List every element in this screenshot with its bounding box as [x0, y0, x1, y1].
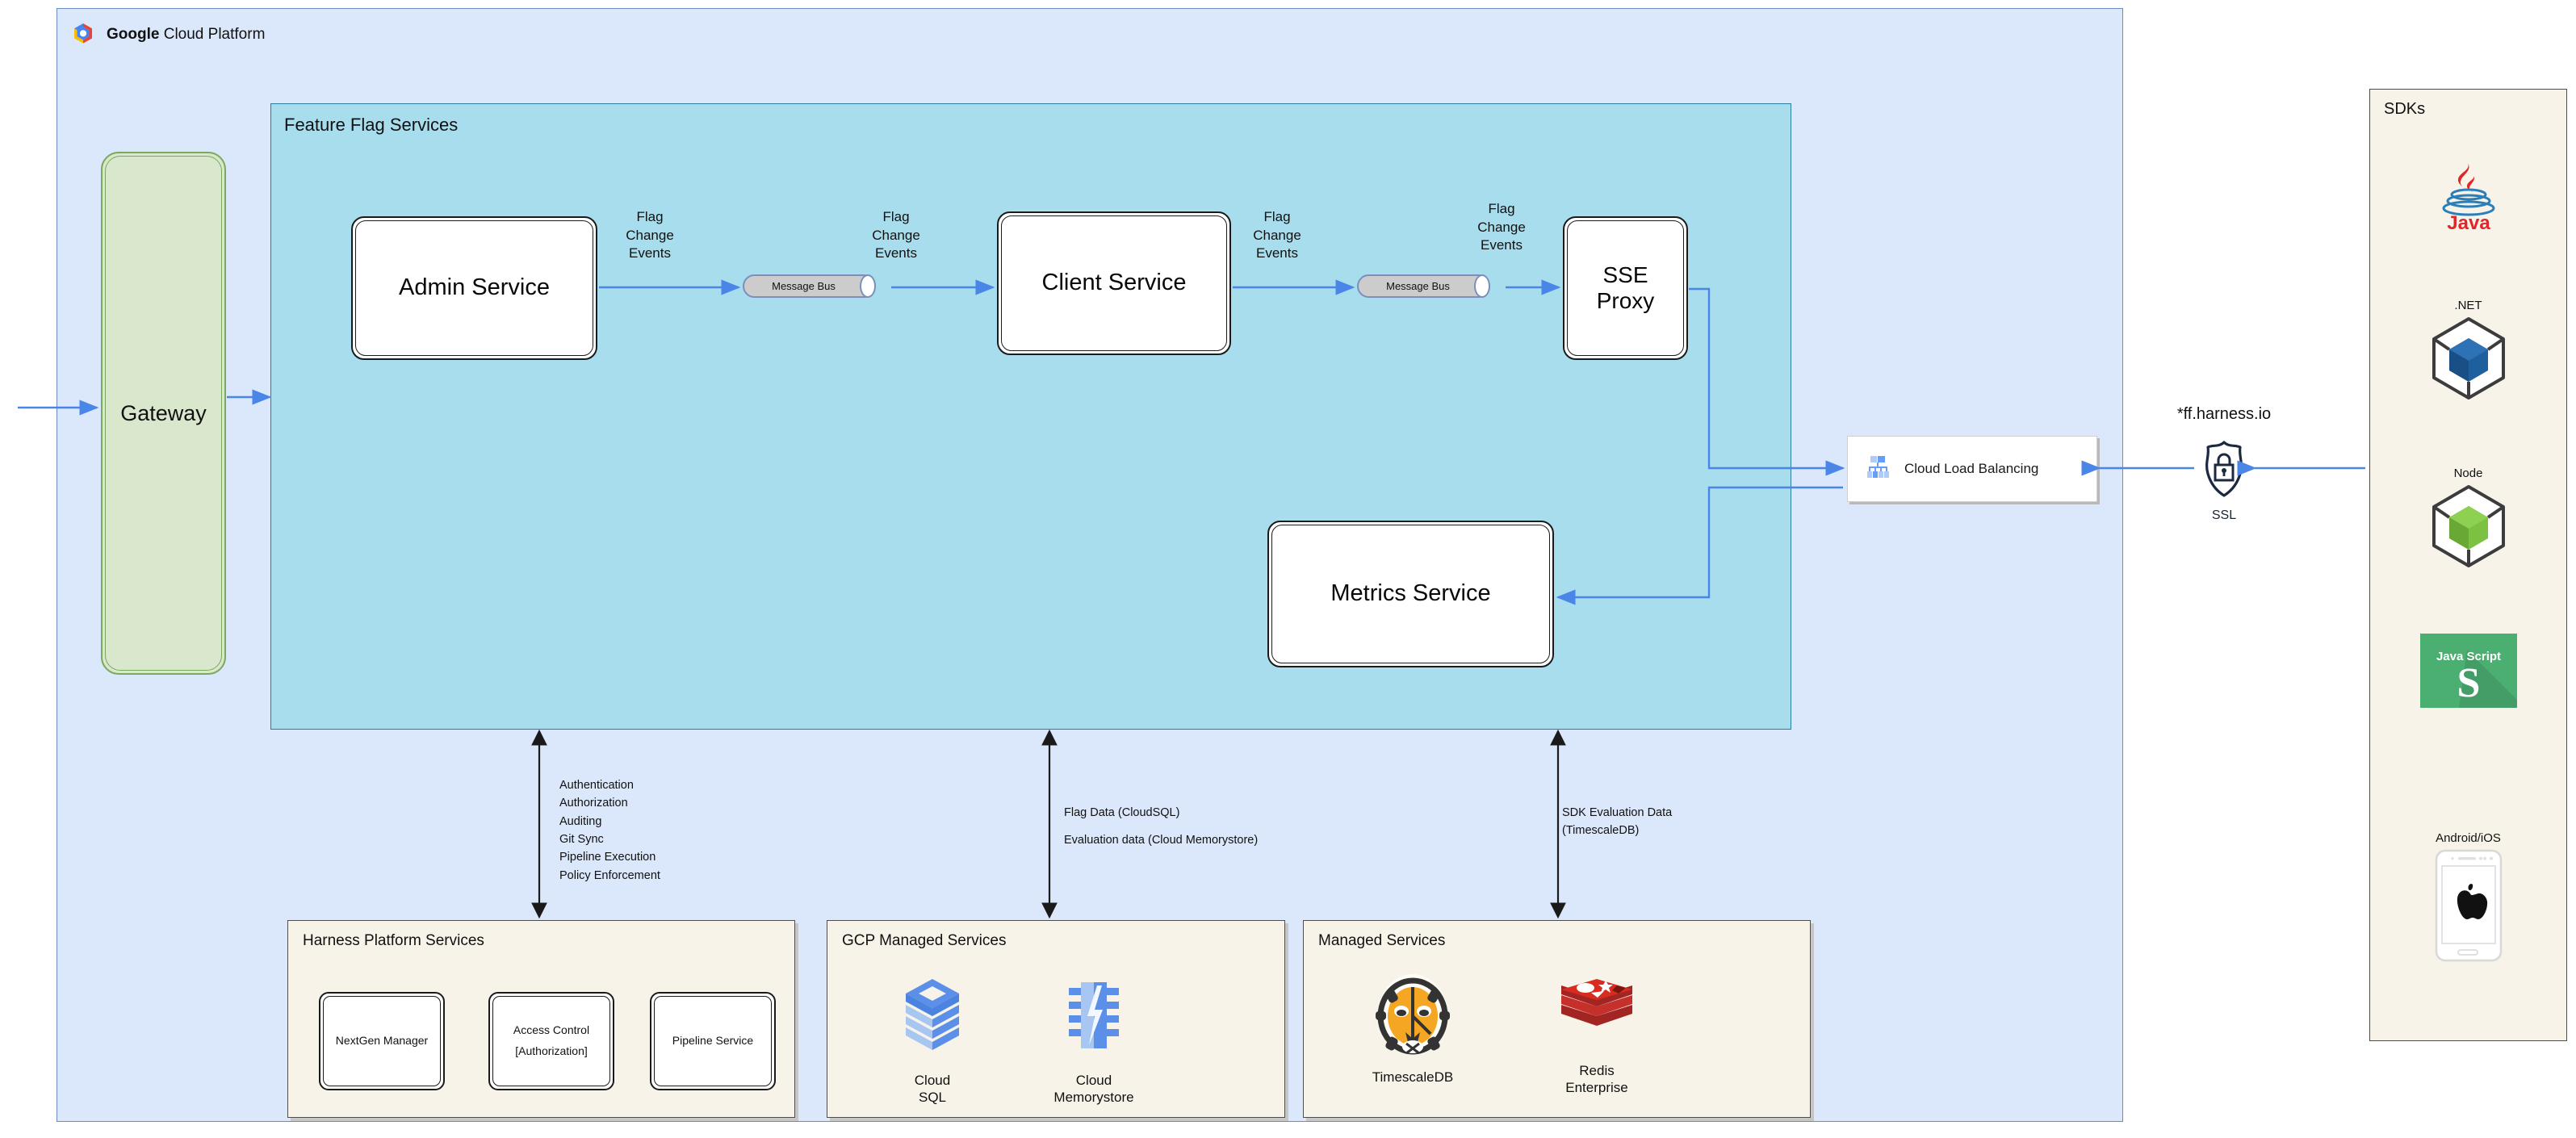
- cloud-sql-label: Cloud SQL: [914, 1073, 951, 1106]
- timescaledb-tiger-icon: [1344, 969, 1481, 1067]
- redis-logo-icon: [1528, 976, 1665, 1057]
- ff-domain-label: *ff.harness.io: [2176, 405, 2272, 423]
- java-logo-icon: Java: [2369, 160, 2567, 236]
- managed-services-group: Managed Services: [1303, 920, 1811, 1118]
- annotation-line: Authorization: [559, 797, 628, 810]
- gateway-label: Gateway: [120, 400, 207, 425]
- cylinder-cap-icon: [860, 274, 876, 298]
- flow-label-1: Flag Change Events: [626, 209, 674, 261]
- redis-label: Redis Enterprise: [1565, 1063, 1628, 1096]
- annotation-line: Policy Enforcement: [559, 868, 660, 882]
- client-service-label: Client Service: [1041, 270, 1187, 296]
- gateway-box[interactable]: Gateway: [101, 152, 226, 675]
- message-bus-2-label: Message Bus: [1386, 280, 1450, 292]
- cylinder-cap-icon: [1474, 274, 1490, 298]
- access-control-box[interactable]: Access Control [Authorization]: [488, 992, 614, 1090]
- cloud-sql-icon: [864, 977, 1001, 1067]
- cloud-load-balancing-card[interactable]: Cloud Load Balancing: [1847, 436, 2097, 502]
- pipeline-service-label: Pipeline Service: [672, 1034, 754, 1048]
- flow-label-2: Flag Change Events: [872, 209, 920, 261]
- sdk-item-node[interactable]: Node: [2369, 466, 2567, 573]
- pipeline-service-box[interactable]: Pipeline Service: [650, 992, 776, 1090]
- gcp-title-bold: Google: [107, 26, 160, 43]
- sdk-caption-node: Node: [2453, 466, 2483, 480]
- annotation-line: Flag Data (CloudSQL): [1064, 806, 1180, 819]
- client-service-box[interactable]: Client Service: [997, 211, 1231, 355]
- sdk-item-android-ios[interactable]: Android/iOS: [2369, 831, 2567, 967]
- svg-text:Java Script: Java Script: [2436, 650, 2500, 663]
- sse-proxy-label: SSE Proxy: [1596, 261, 1655, 313]
- message-bus-1-label: Message Bus: [772, 280, 836, 292]
- annotation-line: Evaluation data (Cloud Memorystore): [1064, 834, 1259, 847]
- sdk-caption-android-ios: Android/iOS: [2436, 831, 2501, 845]
- feature-flag-services-container: [270, 103, 1791, 730]
- ssl-shield-lock-icon: [2198, 440, 2250, 498]
- svg-text:Java: Java: [2447, 212, 2490, 232]
- cloud-load-balancing-label: Cloud Load Balancing: [1904, 461, 2039, 476]
- flow-label-4: Flag Change Events: [1477, 201, 1526, 253]
- nextgen-manager-box[interactable]: NextGen Manager: [319, 992, 445, 1090]
- gcp-header: Google Cloud Platform: [71, 21, 394, 48]
- cloud-memorystore-icon: [1025, 977, 1162, 1067]
- cloud-memorystore-item[interactable]: Cloud Memorystore: [1025, 977, 1162, 1107]
- ssl-label: SSL: [2211, 508, 2237, 522]
- redis-item[interactable]: Redis Enterprise: [1528, 976, 1665, 1097]
- admin-service-label: Admin Service: [399, 274, 550, 301]
- harness-platform-services-title: Harness Platform Services: [303, 932, 484, 949]
- harness-annotation-list: Authentication Authorization Auditing Gi…: [559, 776, 826, 885]
- sse-proxy-box[interactable]: SSE Proxy: [1563, 216, 1688, 360]
- sdk-item-javascript[interactable]: Java Script S: [2369, 634, 2567, 712]
- metrics-service-label: Metrics Service: [1330, 580, 1491, 607]
- message-bus-1[interactable]: Message Bus: [743, 274, 876, 298]
- gcp-title-rest: Cloud Platform: [159, 26, 266, 43]
- sdk-item-java[interactable]: Java: [2369, 160, 2567, 236]
- svg-text:S: S: [2457, 660, 2480, 706]
- timescaledb-item[interactable]: TimescaleDB: [1344, 969, 1481, 1086]
- harness-platform-services-group: Harness Platform Services NextGen Manage…: [287, 920, 795, 1118]
- node-cube-icon: [2369, 483, 2567, 573]
- admin-service-box[interactable]: Admin Service: [351, 216, 597, 360]
- flow-label-3: Flag Change Events: [1253, 209, 1301, 261]
- annotation-line: SDK Evaluation Data: [1562, 806, 1673, 819]
- sdk-caption-dotnet: .NET: [2454, 299, 2482, 312]
- managed-services-title: Managed Services: [1318, 932, 1446, 949]
- timescaledb-label: TimescaleDB: [1372, 1069, 1454, 1085]
- cloud-load-balancing-icon: [1866, 454, 1893, 485]
- managed-annotation-list: SDK Evaluation Data (TimescaleDB): [1562, 804, 1772, 840]
- sdks-title: SDKs: [2384, 100, 2426, 118]
- gcp-managed-services-group: GCP Managed Services Cloud SQL: [827, 920, 1285, 1118]
- mobile-phone-apple-icon: [2369, 848, 2567, 967]
- annotation-line: Auditing: [559, 814, 602, 828]
- annotation-line: Authentication: [559, 779, 634, 792]
- message-bus-2[interactable]: Message Bus: [1357, 274, 1490, 298]
- cloud-memorystore-label: Cloud Memorystore: [1053, 1073, 1134, 1106]
- metrics-service-box[interactable]: Metrics Service: [1267, 521, 1554, 667]
- nextgen-manager-label: NextGen Manager: [335, 1034, 429, 1048]
- access-control-label: Access Control [Authorization]: [513, 1023, 590, 1057]
- dotnet-cube-icon: [2369, 316, 2567, 405]
- annotation-line: Pipeline Execution: [559, 851, 656, 864]
- gcp-annotation-list: Flag Data (CloudSQL) Evaluation data (Cl…: [1064, 804, 1371, 850]
- javascript-logo-icon: Java Script S: [2369, 634, 2567, 712]
- gcp-managed-services-title: GCP Managed Services: [842, 932, 1007, 949]
- google-cloud-logo-icon: [71, 22, 95, 48]
- feature-flag-services-title: Feature Flag Services: [284, 115, 459, 135]
- spacer: [1064, 822, 1371, 831]
- cloud-sql-item[interactable]: Cloud SQL: [864, 977, 1001, 1107]
- gcp-title: Google Cloud Platform: [107, 26, 265, 44]
- annotation-line: (TimescaleDB): [1562, 824, 1640, 838]
- annotation-line: Git Sync: [559, 832, 604, 846]
- sdk-item-dotnet[interactable]: .NET: [2369, 299, 2567, 405]
